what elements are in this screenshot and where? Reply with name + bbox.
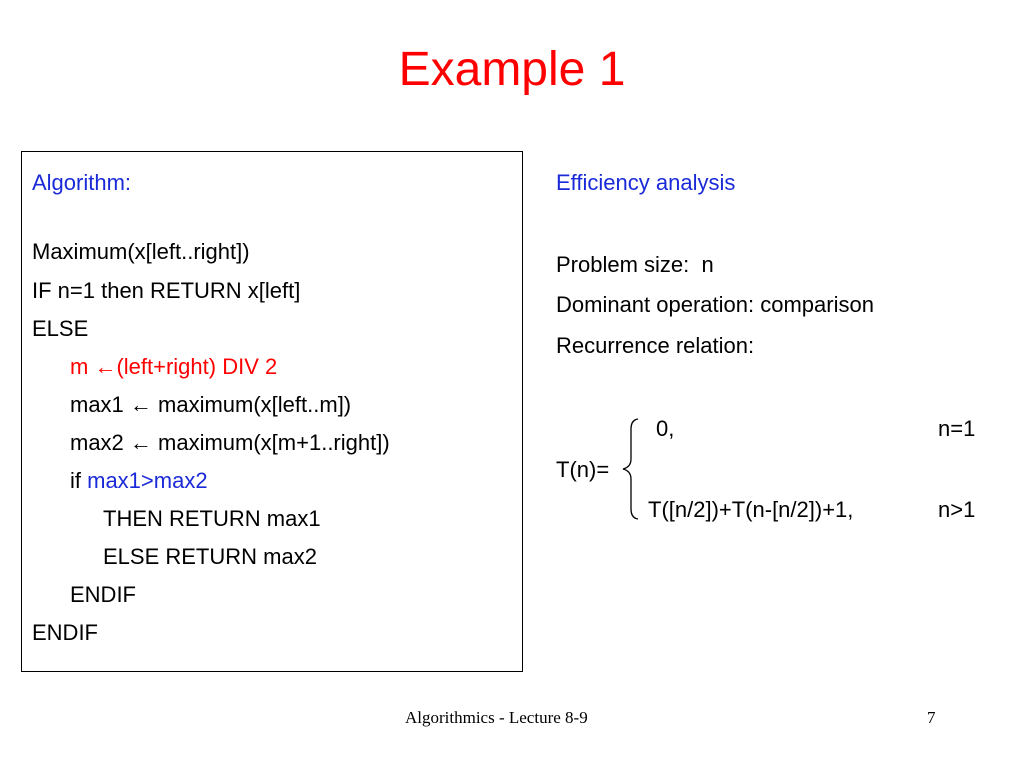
compare-condition: max1>max2 xyxy=(87,468,208,493)
recurrence-lhs: T(n)= xyxy=(556,457,610,482)
analysis-heading: Efficiency analysis xyxy=(556,170,736,195)
algorithm-line-compare: if max1>max2 xyxy=(70,470,208,492)
algorithm-line-signature: Maximum(x[left..right]) xyxy=(32,239,250,264)
algorithm-box: Algorithm: Maximum(x[left..right]) IF n=… xyxy=(21,151,523,672)
slide-title: Example 1 xyxy=(398,43,626,96)
algorithm-line-endif-inner: ENDIF xyxy=(70,582,136,607)
case1-value: 0, xyxy=(656,416,675,441)
algorithm-line-if: IF n=1 then RETURN x[left] xyxy=(32,278,301,303)
algorithm-line-else: ELSE xyxy=(32,316,89,341)
algorithm-line-endif-outer: ENDIF xyxy=(32,620,98,645)
case2-value: T([n/2])+T(n-[n/2])+1, xyxy=(648,497,854,522)
dominant-operation: Dominant operation: comparison xyxy=(556,292,874,317)
problem-size: Problem size: n xyxy=(556,252,714,277)
algorithm-line-else-return: ELSE RETURN max2 xyxy=(103,544,317,569)
footer-text: Algorithmics - Lecture 8-9 xyxy=(405,708,588,727)
recurrence-label: Recurrence relation: xyxy=(556,333,755,358)
curly-brace-icon xyxy=(622,418,639,520)
page-number: 7 xyxy=(927,708,936,727)
algorithm-line-then: THEN RETURN max1 xyxy=(103,506,321,531)
case1-condition: n=1 xyxy=(938,416,976,441)
case2-condition: n>1 xyxy=(938,497,976,522)
if-keyword: if xyxy=(70,468,88,493)
algorithm-line-midpoint: m ←(left+right) DIV 2 xyxy=(70,354,278,379)
algorithm-line-max1: max1 ← maximum(x[left..m]) xyxy=(70,392,352,417)
algorithm-line-max2: max2 ← maximum(x[m+1..right]) xyxy=(70,430,390,455)
algorithm-heading: Algorithm: xyxy=(32,170,132,195)
